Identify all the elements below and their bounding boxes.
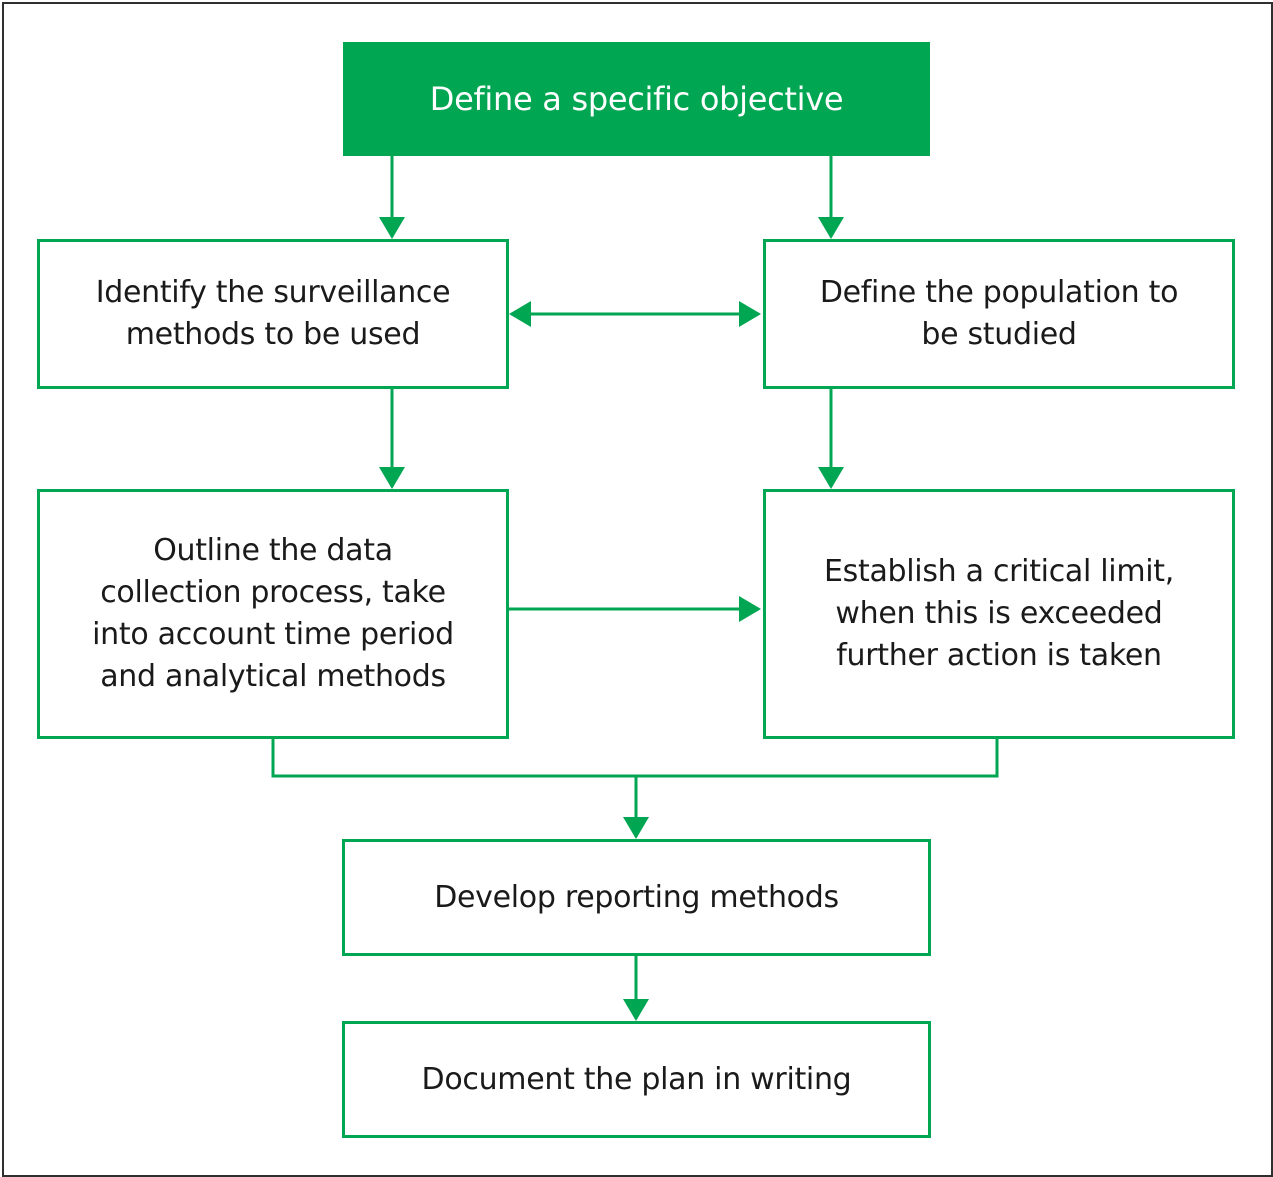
node-label-line: Outline the data <box>153 533 393 568</box>
node-label: Define a specific objective <box>430 78 844 120</box>
node-document-plan: Document the plan in writing <box>342 1021 931 1138</box>
node-label-line: be studied <box>921 317 1077 352</box>
node-identify-surveillance-methods: Identify the surveillance methods to be u… <box>37 239 509 389</box>
node-label: Establish a critical limit, when this is … <box>824 551 1174 677</box>
node-label-line: when this is exceeded <box>835 596 1163 631</box>
node-establish-critical-limit: Establish a critical limit, when this is … <box>763 489 1235 739</box>
node-label-line: Develop reporting methods <box>434 879 839 915</box>
node-develop-reporting-methods: Develop reporting methods <box>342 839 931 956</box>
node-label-line: into account time period <box>92 617 454 652</box>
node-label-line: Document the plan in writing <box>421 1061 852 1097</box>
node-label-line: and analytical methods <box>100 659 446 694</box>
node-label: Define the population to be studied <box>819 272 1179 356</box>
node-define-population: Define the population to be studied <box>763 239 1235 389</box>
node-label: Document the plan in writing <box>422 1059 852 1101</box>
node-label-line: further action is taken <box>836 638 1162 673</box>
node-define-objective: Define a specific objective <box>343 42 930 156</box>
node-label-line: collection process, take <box>100 575 446 610</box>
node-label: Identify the surveillance methods to be u… <box>96 272 451 356</box>
node-label: Outline the data collection process, take… <box>92 530 454 698</box>
node-outline-data-collection: Outline the data collection process, take… <box>37 489 509 739</box>
node-label: Develop reporting methods <box>434 877 839 919</box>
node-label-line: methods to be used <box>125 317 421 352</box>
node-label-line: Identify the surveillance <box>95 275 451 310</box>
node-label-line: Define the population to <box>819 275 1179 310</box>
node-label-line: Define a specific objective <box>429 80 844 118</box>
edge-merge-bracket <box>271 739 999 778</box>
node-label-line: Establish a critical limit, <box>824 554 1174 589</box>
